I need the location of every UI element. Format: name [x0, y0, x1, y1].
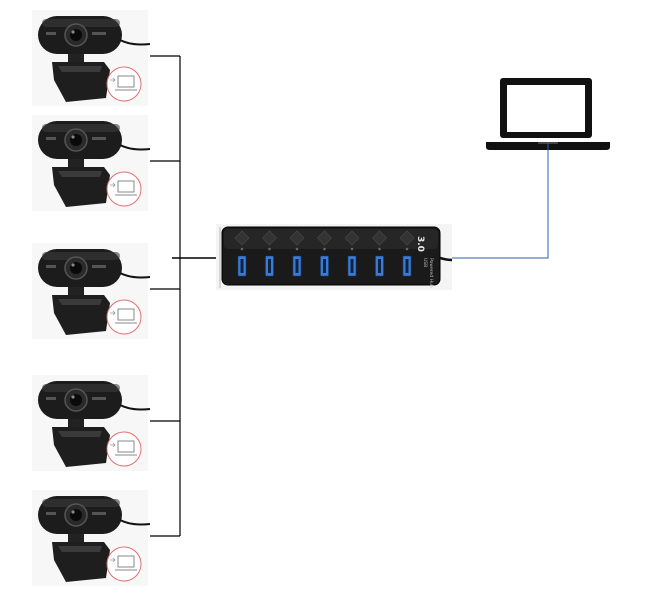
webcam-brand-mark — [92, 137, 106, 140]
webcam-cable-stub — [119, 39, 151, 46]
webcam-brand-mark — [92, 32, 106, 35]
webcam-5 — [32, 490, 151, 586]
hub-led-3 — [295, 247, 299, 251]
hub-usb-port-tongue-6 — [378, 259, 381, 273]
hub-switch-strip — [224, 229, 438, 249]
webcam-clip-highlight — [58, 546, 102, 552]
hub-usb-port-tongue-2 — [268, 259, 271, 273]
webcam-cable-stub — [119, 404, 151, 411]
pc-arrow-icon — [110, 182, 116, 188]
webcam-mic-mark — [46, 137, 56, 140]
webcam-clip-highlight — [58, 431, 102, 437]
webcam-highlight — [42, 252, 120, 260]
webcam-lens-icon — [70, 509, 82, 521]
webcam-4 — [32, 375, 151, 471]
pc-badge — [106, 171, 142, 207]
webcam-3 — [32, 243, 151, 339]
usb-hub: 3.0 USB Powered Hub — [216, 224, 453, 290]
webcam-lens-glint — [71, 30, 75, 34]
webcam-lens-icon — [70, 394, 82, 406]
webcam-highlight — [42, 384, 120, 392]
webcam-neck — [68, 54, 84, 62]
webcam-highlight — [42, 124, 120, 132]
webcam-highlight — [42, 19, 120, 27]
webcam-highlight — [42, 499, 120, 507]
hub-switch-row — [234, 230, 415, 246]
webcam-neck — [68, 534, 84, 542]
laptop-screen — [507, 85, 585, 132]
hub-switch-7 — [399, 230, 415, 246]
webcam-clip-highlight — [58, 66, 102, 72]
webcam-2 — [32, 115, 151, 211]
webcam-mic-mark — [46, 512, 56, 515]
hub-cable-stub — [439, 256, 453, 262]
webcam-lens-glint — [71, 135, 75, 139]
hub-port-row — [237, 255, 412, 277]
pc-arrow-icon — [110, 442, 116, 448]
webcam-lens-glint — [71, 510, 75, 514]
hub-led-2 — [268, 247, 271, 251]
webcam-clip-highlight — [58, 171, 102, 177]
webcam-cable-stub — [119, 519, 151, 526]
webcam-cable-bus — [150, 55, 218, 537]
webcam-1 — [32, 10, 151, 106]
hub-version-label: 3.0 — [415, 236, 425, 252]
laptop — [486, 78, 610, 150]
hub-usb-port-tongue-5 — [350, 259, 354, 273]
laptop-cable — [452, 142, 549, 259]
webcam-lens-icon — [70, 134, 82, 146]
pc-monitor-icon — [117, 440, 135, 453]
pc-monitor-icon — [117, 555, 135, 568]
hub-switch-4 — [317, 230, 332, 246]
hub-usb-port-tongue-4 — [323, 259, 326, 273]
hub-usb-label: USB — [422, 258, 428, 267]
pc-arrow-icon — [110, 557, 116, 563]
pc-arrow-icon — [110, 310, 116, 316]
pc-badge — [106, 431, 142, 467]
webcam-neck — [68, 159, 84, 167]
pc-monitor-icon — [117, 308, 135, 321]
webcam-lens-icon — [70, 262, 82, 274]
webcam-mic-mark — [46, 265, 56, 268]
hub-switch-2 — [262, 230, 277, 246]
webcam-lens-icon — [70, 29, 82, 41]
pc-badge — [106, 299, 142, 335]
webcam-brand-mark — [92, 397, 106, 400]
hub-led-1 — [240, 247, 244, 251]
pc-badge — [106, 546, 142, 582]
hub-switch-1 — [234, 230, 250, 246]
hub-usb-port-tongue-7 — [405, 259, 409, 273]
hub-switch-3 — [289, 230, 305, 246]
hub-usb-port-tongue-3 — [295, 259, 299, 273]
pc-badge — [106, 66, 142, 102]
pc-monitor-icon — [117, 75, 135, 88]
webcam-mic-mark — [46, 32, 56, 35]
webcam-brand-mark — [92, 265, 106, 268]
webcam-cable-stub — [119, 272, 151, 279]
hub-led-4 — [323, 247, 326, 251]
hub-switch-6 — [372, 230, 387, 246]
webcam-lens-glint — [71, 263, 75, 267]
pc-monitor-icon — [117, 180, 135, 193]
hub-powered-label: Powered Hub — [428, 258, 434, 288]
hub-usb-port-tongue-1 — [240, 259, 244, 273]
hub-switch-5 — [344, 230, 360, 246]
webcam-mic-mark — [46, 397, 56, 400]
hub-led-5 — [350, 247, 354, 251]
webcam-neck — [68, 287, 84, 295]
hub-led-6 — [378, 247, 381, 251]
webcam-cable-stub — [119, 144, 151, 151]
hub-led-7 — [405, 247, 409, 251]
pc-arrow-icon — [110, 77, 116, 83]
webcam-lens-glint — [71, 395, 75, 399]
webcam-clip-highlight — [58, 299, 102, 305]
webcam-neck — [68, 419, 84, 427]
hub-led-row — [240, 247, 409, 251]
webcam-brand-mark — [92, 512, 106, 515]
webcam-group — [32, 10, 151, 586]
